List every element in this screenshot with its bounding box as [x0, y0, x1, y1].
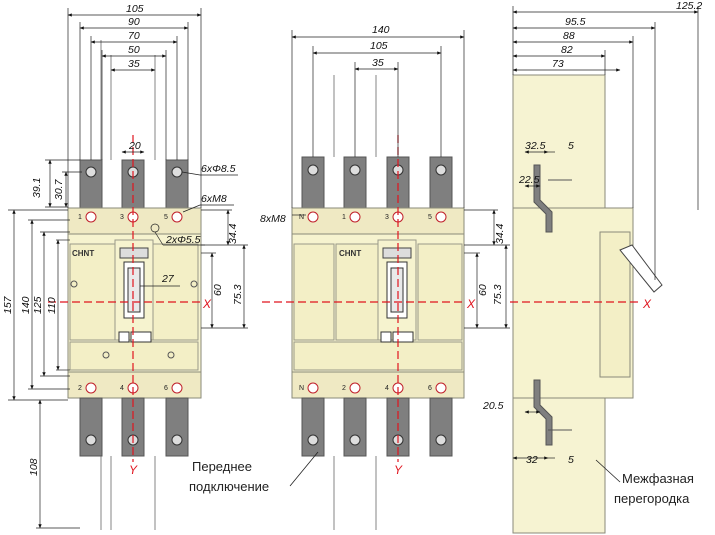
dim-82: 82	[561, 44, 573, 56]
y-axis-label-4p: Y	[394, 463, 403, 477]
dim-140: 140	[20, 296, 32, 314]
front-view-3-pole: 1 3 5 2 4 6 CHNT	[2, 3, 248, 530]
x-axis-label-4p: X	[466, 297, 476, 311]
label-front-connection-1: Переднее	[192, 459, 252, 474]
dim-90: 90	[128, 16, 140, 28]
front-view-4-pole: N 1 3 5 N 2 4 6 CHNT Y	[260, 24, 510, 530]
dim-95-5: 95.5	[565, 16, 586, 28]
label-phase-partition-1: Межфазная	[622, 471, 694, 486]
dim-27: 27	[161, 273, 175, 285]
busbar-bottom-1	[79, 397, 103, 457]
callouts: Переднее подключение Межфазная перегород…	[189, 451, 694, 506]
terminal-4p-top-n: N	[299, 214, 304, 221]
terminal-bottom-6: 6	[164, 385, 168, 392]
y-axis-label-front: Y	[129, 463, 138, 477]
terminal-4p-bottom-6: 6	[428, 385, 432, 392]
dim-125: 125	[32, 296, 44, 314]
dim-75-3: 75.3	[232, 284, 244, 305]
dim-88: 88	[563, 30, 575, 42]
terminal-4p-top-3: 3	[385, 214, 389, 221]
terminal-top-5: 5	[164, 214, 168, 221]
x-axis-label-side: X	[642, 297, 652, 311]
note-hole-6x8-5: 6xΦ8.5	[201, 163, 236, 175]
x-axis-label-front: X	[202, 297, 212, 311]
busbar-bottom-3	[165, 397, 189, 457]
dim-105-4p: 105	[370, 40, 388, 52]
dim-105: 105	[126, 3, 144, 15]
dim-140-4p: 140	[372, 24, 390, 36]
dim-30-7: 30.7	[53, 178, 65, 200]
terminal-4p-top-5: 5	[428, 214, 432, 221]
side-view: X 125.2 95.5 88 82 73 32.5 5 22.5 20.5	[482, 0, 702, 534]
dim-60: 60	[212, 284, 224, 296]
dim-34-4: 34.4	[227, 223, 239, 244]
terminal-bottom-4: 4	[120, 385, 124, 392]
dim-35-4p: 35	[372, 57, 384, 69]
dim-110: 110	[46, 297, 58, 314]
terminal-bottom-2: 2	[78, 385, 82, 392]
dim-73: 73	[552, 58, 564, 70]
dim-60-4p: 60	[477, 284, 489, 296]
dim-5-upper: 5	[568, 140, 574, 152]
note-screw-8xM8: 8xM8	[260, 213, 286, 225]
dim-75-3-4p: 75.3	[492, 284, 504, 305]
dim-22-5: 22.5	[518, 174, 540, 186]
brand-logo-4p: CHNT	[339, 249, 361, 258]
dim-70: 70	[128, 30, 140, 42]
dim-157: 157	[2, 295, 14, 314]
terminal-4p-top-1: 1	[342, 214, 346, 221]
dim-32: 32	[526, 454, 538, 466]
dim-34-4-4p: 34.4	[494, 223, 506, 244]
terminal-4p-bottom-4: 4	[385, 385, 389, 392]
terminal-4p-bottom-2: 2	[342, 385, 346, 392]
dim-108: 108	[28, 458, 40, 476]
dim-20-5: 20.5	[482, 400, 504, 412]
note-fix-2x5-5: 2xΦ5.5	[165, 234, 201, 246]
dim-5-lower: 5	[568, 454, 574, 466]
dim-39-1: 39.1	[31, 178, 43, 198]
terminal-top-1: 1	[78, 214, 82, 221]
terminal-4p-bottom-n: N	[299, 385, 304, 392]
label-front-connection-2: подключение	[189, 479, 269, 494]
terminal-top-3: 3	[120, 214, 124, 221]
dim-50: 50	[128, 44, 140, 56]
note-screw-6xM8: 6xM8	[201, 193, 227, 205]
label-phase-partition-2: перегородка	[614, 491, 690, 506]
dim-35: 35	[128, 58, 140, 70]
dim-125-2: 125.2	[676, 0, 702, 12]
brand-logo-front: CHNT	[72, 249, 94, 258]
dim-pitch-20: 20	[128, 140, 141, 152]
dim-32-5: 32.5	[525, 140, 546, 152]
